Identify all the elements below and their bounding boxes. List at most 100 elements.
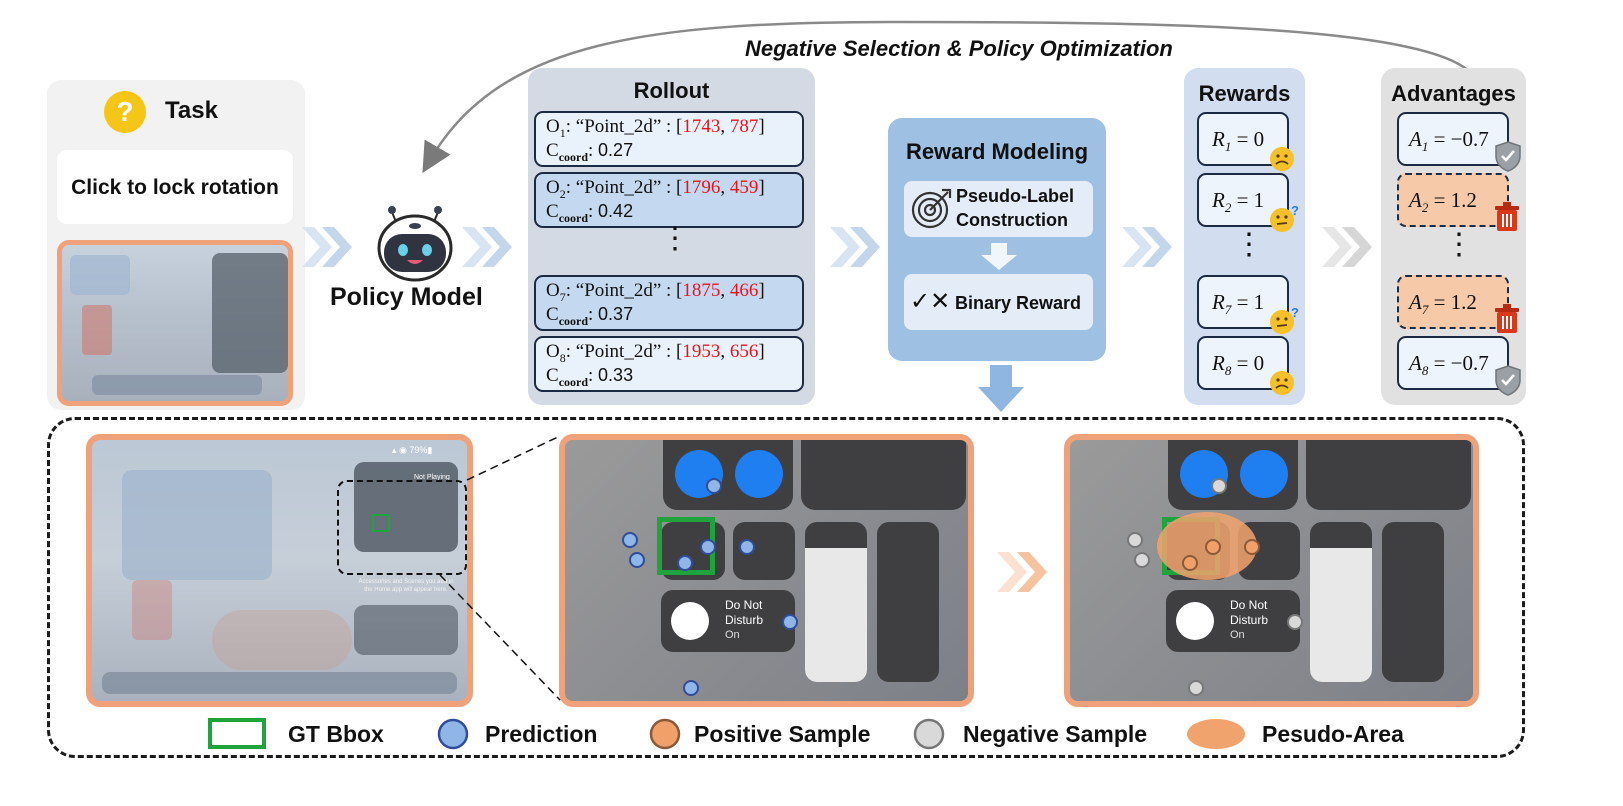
advantage-box: A7 = 1.2 — [1397, 275, 1519, 333]
status-bar-text: ▴ ◉ 79%▮ — [392, 445, 433, 455]
trash-icon — [1493, 303, 1521, 340]
task-instruction-box — [57, 150, 293, 224]
rollout-confidence: 0.27 — [598, 140, 634, 160]
reward-value: 1 — [1253, 290, 1265, 314]
dnd-line1-a: Do Not — [725, 598, 763, 612]
rollout-confidence: 0.37 — [598, 304, 634, 324]
reward-box: R8 = 0 — [1197, 336, 1294, 395]
confused-face-icon: ? — [1269, 305, 1303, 342]
rollout-confidence: 0.42 — [598, 201, 634, 221]
dnd-line3-a: On — [725, 629, 740, 641]
rollout-card: O7: “Point_2d” : [1875, 466]Ccoord: 0.37 — [534, 275, 804, 331]
advantage-box: A8 = −0.7 — [1397, 336, 1521, 396]
full-screenshot: ▴ ◉ 79%▮ Not Playing Accessories and Sce… — [86, 434, 473, 707]
advantage-box: A2 = 1.2 — [1397, 173, 1519, 231]
svg-text:?: ? — [1291, 205, 1299, 218]
legend-pseudo-label: Pesudo-Area — [1262, 721, 1404, 747]
svg-text:?: ? — [1291, 307, 1299, 320]
policy-label: Policy Model — [330, 283, 483, 311]
reward-value: 0 — [1253, 127, 1265, 151]
dnd-line2-a: Disturb — [725, 613, 764, 627]
chevron-arrow-5 — [1322, 227, 1372, 267]
reward-subscript: 7 — [1224, 302, 1232, 318]
binary-reward-label: Binary Reward — [955, 293, 1082, 313]
advantage-subscript: 7 — [1421, 302, 1429, 318]
detail-panel — [47, 417, 1525, 758]
check-cross-icon: ✓✕ — [910, 288, 951, 315]
header-title: Negative Selection & Policy Optimization — [745, 36, 1173, 61]
rollout-key: “Point_2d” — [575, 341, 662, 362]
feedback-arrow — [422, 20, 1471, 173]
rollout-x: 1796 — [682, 177, 721, 198]
rollout-x: 1875 — [682, 280, 721, 301]
task-screenshot — [57, 240, 293, 406]
advantage-subscript: 8 — [1421, 363, 1429, 379]
zoom-screenshot-predictions: Do Not Disturb On — [559, 434, 974, 707]
rollout-x: 1743 — [682, 116, 721, 137]
dnd-line3-b: On — [1230, 629, 1245, 641]
legend-positive-label: Positive Sample — [694, 721, 871, 747]
rollout-y: 656 — [729, 341, 759, 362]
rollout-card: O2: “Point_2d” : [1796, 459]Ccoord: 0.42 — [534, 172, 804, 228]
rollout-index: 1 — [559, 125, 566, 140]
rewards-title: Rewards — [1198, 81, 1291, 106]
rollout-key: “Point_2d” — [575, 116, 662, 137]
rollout-y: 466 — [729, 280, 759, 301]
advantage-box: A1 = −0.7 — [1397, 112, 1521, 172]
shield-icon — [1493, 364, 1523, 401]
svg-text:?: ? — [116, 96, 133, 127]
advantage-value: −0.7 — [1450, 351, 1489, 375]
rollout-card: O8: “Point_2d” : [1953, 656]Ccoord: 0.33 — [534, 336, 804, 392]
down-arrow-small — [981, 243, 1017, 270]
confused-face-icon: ? — [1269, 203, 1303, 240]
reward-subscript: 1 — [1224, 139, 1232, 155]
chevron-arrow-2 — [462, 227, 512, 267]
rollout-index: 7 — [559, 289, 566, 304]
sad-face-icon — [1269, 368, 1303, 403]
robot-icon — [377, 206, 453, 282]
rollout-y: 787 — [729, 116, 759, 137]
advantage-value: 1.2 — [1450, 188, 1477, 212]
coord-subscript: coord — [558, 149, 589, 164]
advantages-title: Advantages — [1391, 81, 1516, 106]
rollout-key: “Point_2d” — [575, 177, 662, 198]
reward-subscript: 2 — [1224, 200, 1232, 216]
chevron-arrow-4 — [1122, 227, 1172, 267]
coord-subscript: coord — [558, 210, 589, 225]
chevron-arrow-1 — [302, 227, 352, 267]
reward-modeling-title: Reward Modeling — [905, 139, 1089, 164]
rollout-index: 2 — [559, 186, 566, 201]
home-caption-text: Accessories and Scenes you add in the Ho… — [358, 579, 454, 593]
reward-subscript: 8 — [1224, 363, 1232, 379]
advantage-value: −0.7 — [1450, 127, 1489, 151]
legend-prediction-swatch — [437, 718, 469, 750]
rollout-title: Rollout — [633, 78, 710, 103]
dnd-line1-b: Do Not — [1230, 598, 1268, 612]
reward-box: R1 = 0 — [1197, 112, 1294, 171]
question-icon: ? — [104, 91, 146, 133]
dnd-line2-b: Disturb — [1230, 613, 1269, 627]
legend-negative-swatch — [913, 718, 945, 750]
not-playing-text: Not Playing — [414, 474, 450, 481]
advantage-subscript: 1 — [1421, 139, 1429, 155]
rollout-y: 459 — [729, 177, 759, 198]
pseudo-label-line1: Pseudo-Label — [956, 186, 1075, 206]
rollout-x: 1953 — [682, 341, 721, 362]
coord-subscript: coord — [558, 374, 589, 389]
zoom-region-box — [337, 480, 467, 575]
chevron-arrow-bottom — [997, 552, 1047, 592]
reward-box: R7 = 1? — [1197, 275, 1299, 334]
zoom-screenshot-labels: Do Not Disturb On — [1064, 434, 1479, 707]
advantage-value: 1.2 — [1450, 290, 1477, 314]
pseudo-label-line2: Construction — [956, 210, 1068, 230]
legend-pseudo-swatch — [1187, 719, 1245, 749]
legend-prediction-label: Prediction — [485, 721, 598, 747]
task-instruction: Click to lock rotation — [71, 176, 279, 199]
legend-positive-swatch — [649, 718, 681, 750]
trash-icon — [1493, 201, 1521, 238]
rollout-key: “Point_2d” — [575, 280, 662, 301]
task-title: Task — [165, 97, 218, 124]
reward-value: 0 — [1253, 351, 1265, 375]
advantage-subscript: 2 — [1421, 200, 1429, 216]
